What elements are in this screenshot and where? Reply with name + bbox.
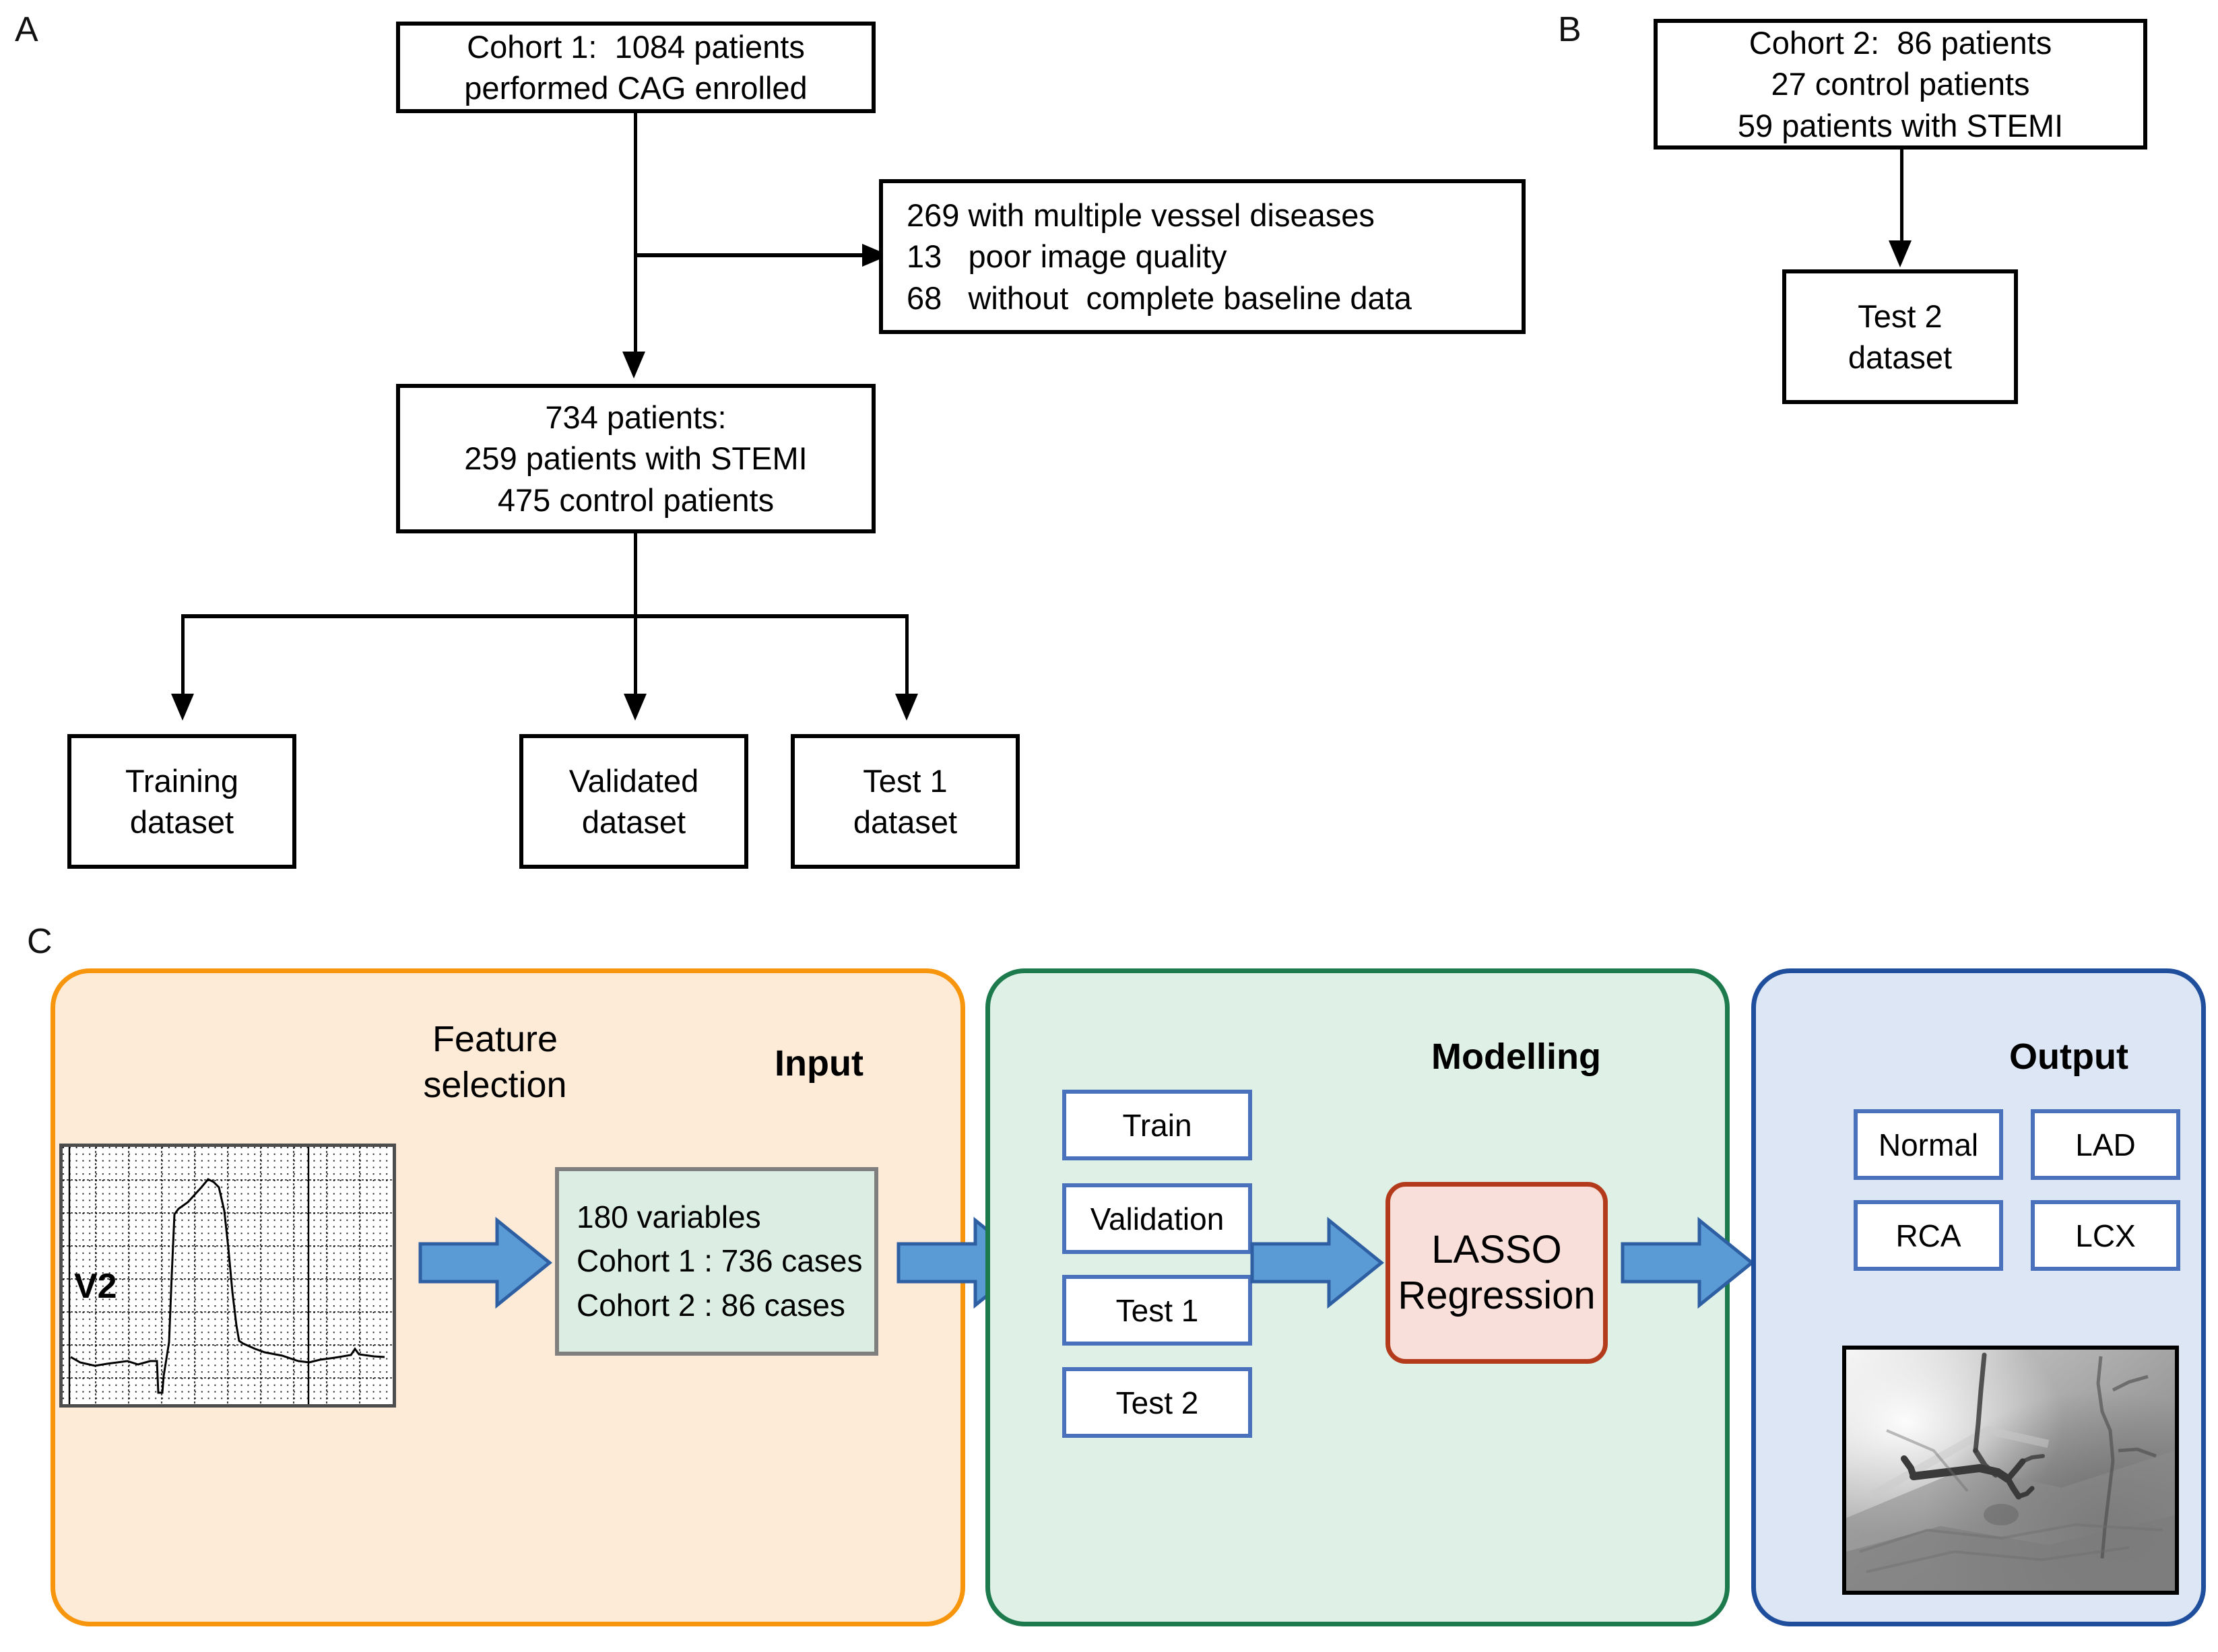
variables-line1: 180 variables [577, 1199, 761, 1235]
cohort2-line2: 27 control patients [1771, 66, 2030, 102]
connector-cohort1-to-included [634, 113, 637, 358]
input-panel-title: Input [775, 1043, 863, 1084]
ecg-strip [59, 1144, 396, 1408]
output-label-lcx: LCX [2075, 1218, 2136, 1253]
arrowhead-validated [624, 694, 647, 721]
lasso-line2: Regression [1398, 1274, 1596, 1317]
arrowhead-training [171, 694, 194, 721]
included-line2: 259 patients with STEMI [464, 440, 808, 477]
test1-line1: Test 1 [863, 762, 948, 799]
output-class-normal: Normal [1854, 1109, 2003, 1180]
split-label-train: Train [1122, 1107, 1192, 1143]
cohort1-line1: Cohort 1: 1084 patients [467, 28, 805, 65]
connector-included-stem [634, 533, 637, 617]
training-line1: Training [125, 762, 239, 799]
arrow-splits-to-lasso [1249, 1212, 1384, 1317]
validated-line2: dataset [581, 804, 686, 840]
output-label-lad: LAD [2075, 1127, 2136, 1162]
ecg-lead-label: V2 [74, 1267, 117, 1306]
cohort2-line1: Cohort 2: 86 patients [1749, 25, 2052, 61]
arrowhead-to-included [622, 352, 645, 378]
cohort2-line3: 59 patients with STEMI [1737, 107, 2064, 143]
excluded-line2: 13 poor image quality [907, 238, 1227, 275]
connector-branch-training [181, 614, 185, 696]
angiogram-svg [1846, 1350, 2175, 1591]
variables-box: 180 variables Cohort 1 : 736 cases Cohor… [555, 1167, 878, 1356]
split-box-train: Train [1062, 1090, 1252, 1160]
included-line1: 734 patients: [545, 399, 727, 436]
cohort2-box: Cohort 2: 86 patients 27 control patient… [1654, 19, 2147, 150]
connector-branch-validated [634, 614, 637, 696]
variables-line3: Cohort 2 : 86 cases [577, 1287, 845, 1323]
output-label-normal: Normal [1878, 1127, 1979, 1162]
test2-line2: dataset [1848, 339, 1953, 375]
validated-dataset-box: Validated dataset [519, 734, 748, 869]
panel-b-letter: B [1558, 10, 1581, 49]
modelling-panel-title: Modelling [1431, 1036, 1601, 1077]
excluded-box: 269 with multiple vessel diseases 13 poo… [879, 179, 1526, 334]
variables-line2: Cohort 1 : 736 cases [577, 1243, 863, 1279]
cohort1-box: Cohort 1: 1084 patients performed CAG en… [396, 22, 876, 113]
split-box-test2: Test 2 [1062, 1367, 1252, 1438]
arrow-lasso-to-output [1620, 1212, 1755, 1317]
coronary-angiogram-image [1842, 1346, 2179, 1595]
test1-line2: dataset [853, 804, 958, 840]
split-label-test2: Test 2 [1115, 1385, 1199, 1420]
connector-branch-test1 [905, 614, 909, 696]
test2-line1: Test 2 [1858, 298, 1943, 334]
output-class-lcx: LCX [2031, 1200, 2180, 1271]
included-line3: 475 control patients [497, 482, 775, 518]
output-label-rca: RCA [1895, 1218, 1961, 1253]
arrow-ecg-to-variables [418, 1212, 552, 1317]
output-class-lad: LAD [2031, 1109, 2180, 1180]
panel-c-letter: C [27, 922, 53, 961]
panel-a-letter: A [15, 10, 38, 49]
test1-dataset-box: Test 1 dataset [791, 734, 1020, 869]
split-box-test1: Test 1 [1062, 1275, 1252, 1346]
excluded-line3: 68 without complete baseline data [907, 279, 1412, 316]
arrowhead-test2 [1889, 240, 1912, 267]
output-class-rca: RCA [1854, 1200, 2003, 1271]
test2-dataset-box: Test 2 dataset [1782, 269, 2018, 404]
training-line2: dataset [129, 804, 234, 840]
output-panel-title: Output [2009, 1036, 2128, 1077]
training-dataset-box: Training dataset [67, 734, 296, 869]
validated-line1: Validated [568, 762, 699, 799]
split-label-validation: Validation [1090, 1201, 1225, 1236]
split-box-validation: Validation [1062, 1183, 1252, 1254]
ecg-waveform-svg [63, 1147, 393, 1404]
connector-to-excluded [634, 253, 873, 257]
excluded-line1: 269 with multiple vessel diseases [907, 197, 1375, 234]
arrowhead-test1 [895, 694, 918, 721]
lasso-line1: LASSO [1431, 1227, 1562, 1271]
feature-selection-label: Feature selection [423, 1019, 567, 1105]
included-box: 734 patients: 259 patients with STEMI 47… [396, 384, 876, 533]
connector-cohort2-to-test2 [1900, 150, 1903, 247]
split-label-test1: Test 1 [1115, 1292, 1199, 1328]
cohort1-line2: performed CAG enrolled [464, 70, 808, 106]
connector-split-bar [181, 614, 909, 618]
lasso-regression-box: LASSO Regression [1385, 1182, 1608, 1364]
